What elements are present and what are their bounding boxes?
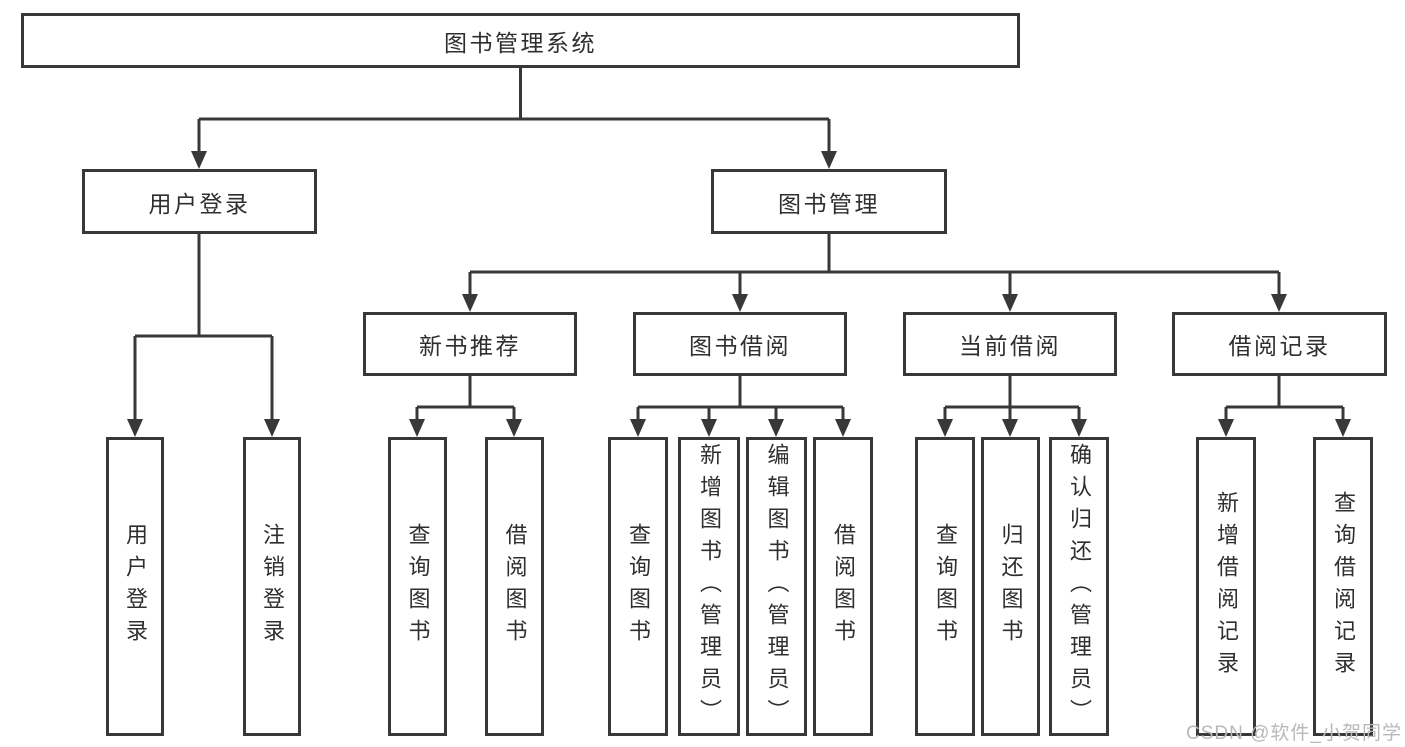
leaf-records-query-record-label: 查询借阅记录 xyxy=(1331,490,1356,683)
leaf-borrowing-add-books-admin-label: 新增图书（管理员） xyxy=(697,442,722,731)
leaf-records-query-record: 查询借阅记录 xyxy=(1313,437,1373,736)
leaf-recommend-query-books: 查询图书 xyxy=(388,437,447,736)
node-root-label: 图书管理系统 xyxy=(444,29,597,56)
connector-records-branch xyxy=(1224,376,1345,420)
leaf-user-login-label: 用户登录 xyxy=(123,522,148,651)
connector-borrowing-branch xyxy=(636,376,845,420)
leaf-current-return-books-label: 归还图书 xyxy=(998,522,1024,651)
node-new-book-recommendation-label: 新书推荐 xyxy=(419,333,521,359)
leaf-recommend-query-books-label: 查询图书 xyxy=(405,522,431,651)
leaf-current-query-books-label: 查询图书 xyxy=(933,522,958,651)
leaf-borrowing-edit-books-admin: 编辑图书（管理员） xyxy=(746,437,807,736)
leaf-current-confirm-return-admin: 确认归还（管理员） xyxy=(1049,437,1109,736)
leaf-records-add-record-label: 新增借阅记录 xyxy=(1214,490,1239,683)
leaf-user-login: 用户登录 xyxy=(106,437,164,736)
node-root: 图书管理系统 xyxy=(21,13,1020,68)
leaf-borrowing-edit-books-admin-label: 编辑图书（管理员） xyxy=(764,442,790,731)
node-user-login-label: 用户登录 xyxy=(148,190,251,217)
node-new-book-recommendation: 新书推荐 xyxy=(363,312,577,376)
leaf-current-query-books: 查询图书 xyxy=(915,437,975,736)
connector-user-login-branch xyxy=(133,234,274,420)
leaf-current-confirm-return-admin-label: 确认归还（管理员） xyxy=(1067,442,1092,731)
leaf-borrowing-query-books: 查询图书 xyxy=(608,437,668,736)
leaf-logout: 注销登录 xyxy=(243,437,301,736)
node-book-management-label: 图书管理 xyxy=(778,190,880,217)
leaf-recommend-borrow-books: 借阅图书 xyxy=(485,437,544,736)
leaf-borrowing-borrow-books: 借阅图书 xyxy=(813,437,873,736)
leaf-borrowing-add-books-admin: 新增图书（管理员） xyxy=(678,437,740,736)
node-borrowing-records-label: 借阅记录 xyxy=(1228,333,1331,359)
connector-current-branch xyxy=(943,376,1081,420)
leaf-logout-label: 注销登录 xyxy=(260,522,285,651)
leaf-recommend-borrow-books-label: 借阅图书 xyxy=(502,522,528,651)
leaf-records-add-record: 新增借阅记录 xyxy=(1196,437,1256,736)
connector-root-branch xyxy=(197,68,831,152)
leaf-current-return-books: 归还图书 xyxy=(981,437,1040,736)
arrowheads xyxy=(127,151,1351,437)
node-book-management: 图书管理 xyxy=(711,169,947,234)
watermark: CSDN @软件_小贺同学 xyxy=(1186,723,1402,744)
node-current-borrowing: 当前借阅 xyxy=(903,312,1117,376)
leaf-borrowing-borrow-books-label: 借阅图书 xyxy=(831,522,856,651)
node-current-borrowing-label: 当前借阅 xyxy=(959,333,1061,359)
connector-book-management-branch xyxy=(468,234,1281,295)
node-user-login: 用户登录 xyxy=(82,169,317,234)
leaf-borrowing-query-books-label: 查询图书 xyxy=(626,522,651,651)
connector-recommendation-branch xyxy=(415,376,516,420)
node-book-borrowing: 图书借阅 xyxy=(633,312,847,376)
node-borrowing-records: 借阅记录 xyxy=(1172,312,1387,376)
node-book-borrowing-label: 图书借阅 xyxy=(689,333,791,359)
